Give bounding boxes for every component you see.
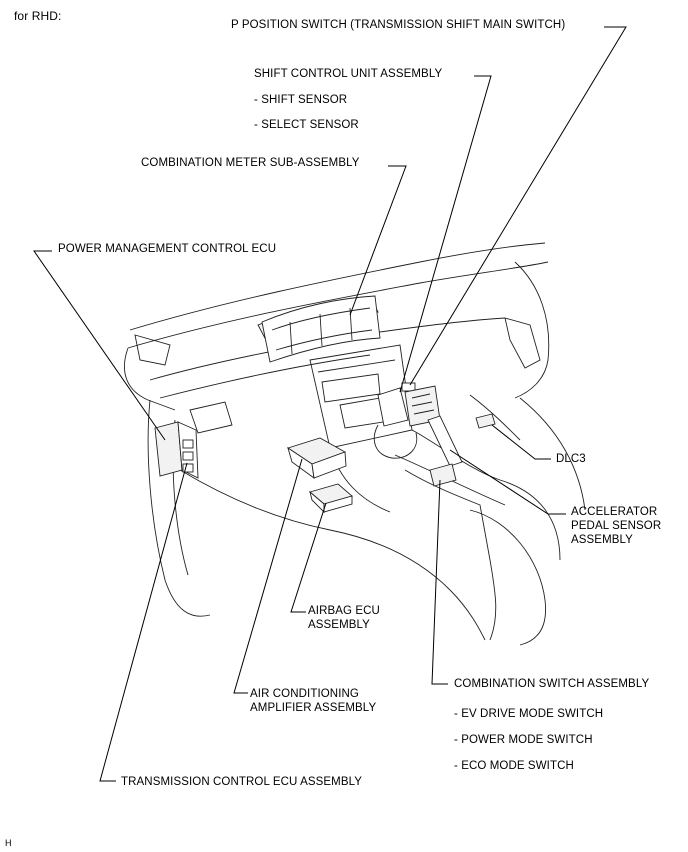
label-combination-switch: COMBINATION SWITCH ASSEMBLY [454, 678, 650, 690]
label-combination-meter: COMBINATION METER SUB-ASSEMBLY [141, 157, 360, 169]
figure-code: H [5, 838, 12, 848]
label-ev-drive-mode: - EV DRIVE MODE SWITCH [454, 708, 604, 720]
shift-control-unit-drawing [377, 382, 441, 427]
airbag-ecu-drawing [309, 483, 353, 514]
dlc3-drawing [475, 413, 496, 429]
rhd-note: for RHD: [14, 9, 62, 23]
label-accelerator-line1: ACCELERATOR [571, 506, 658, 518]
power-management-ecu-drawing [154, 421, 199, 479]
label-airbag-line1: AIRBAG ECU [308, 605, 380, 617]
combination-switch-drawing [429, 463, 457, 487]
combination-meter-drawing [257, 295, 381, 363]
label-accelerator-line2: PEDAL SENSOR [571, 520, 662, 532]
label-p-position-switch: P POSITION SWITCH (TRANSMISSION SHIFT MA… [231, 19, 566, 31]
label-power-mode: - POWER MODE SWITCH [454, 734, 593, 746]
label-shift-sensor: - SHIFT SENSOR [254, 94, 348, 106]
label-accelerator-line3: ASSEMBLY [571, 534, 633, 546]
label-dlc3: DLC3 [556, 453, 586, 465]
label-power-management-ecu: POWER MANAGEMENT CONTROL ECU [58, 243, 277, 255]
label-air-conditioning-line2: AMPLIFIER ASSEMBLY [250, 702, 377, 714]
label-eco-mode: - ECO MODE SWITCH [454, 760, 574, 772]
label-shift-control-unit: SHIFT CONTROL UNIT ASSEMBLY [254, 68, 443, 80]
leader-lines [33, 26, 627, 782]
air-conditioning-amplifier-drawing [286, 437, 347, 479]
label-select-sensor: - SELECT SENSOR [254, 119, 359, 131]
accelerator-pedal-drawing [427, 415, 463, 467]
label-air-conditioning-line1: AIR CONDITIONING [250, 688, 359, 700]
label-transmission-ecu: TRANSMISSION CONTROL ECU ASSEMBLY [121, 776, 363, 788]
label-airbag-line2: ASSEMBLY [308, 619, 370, 631]
